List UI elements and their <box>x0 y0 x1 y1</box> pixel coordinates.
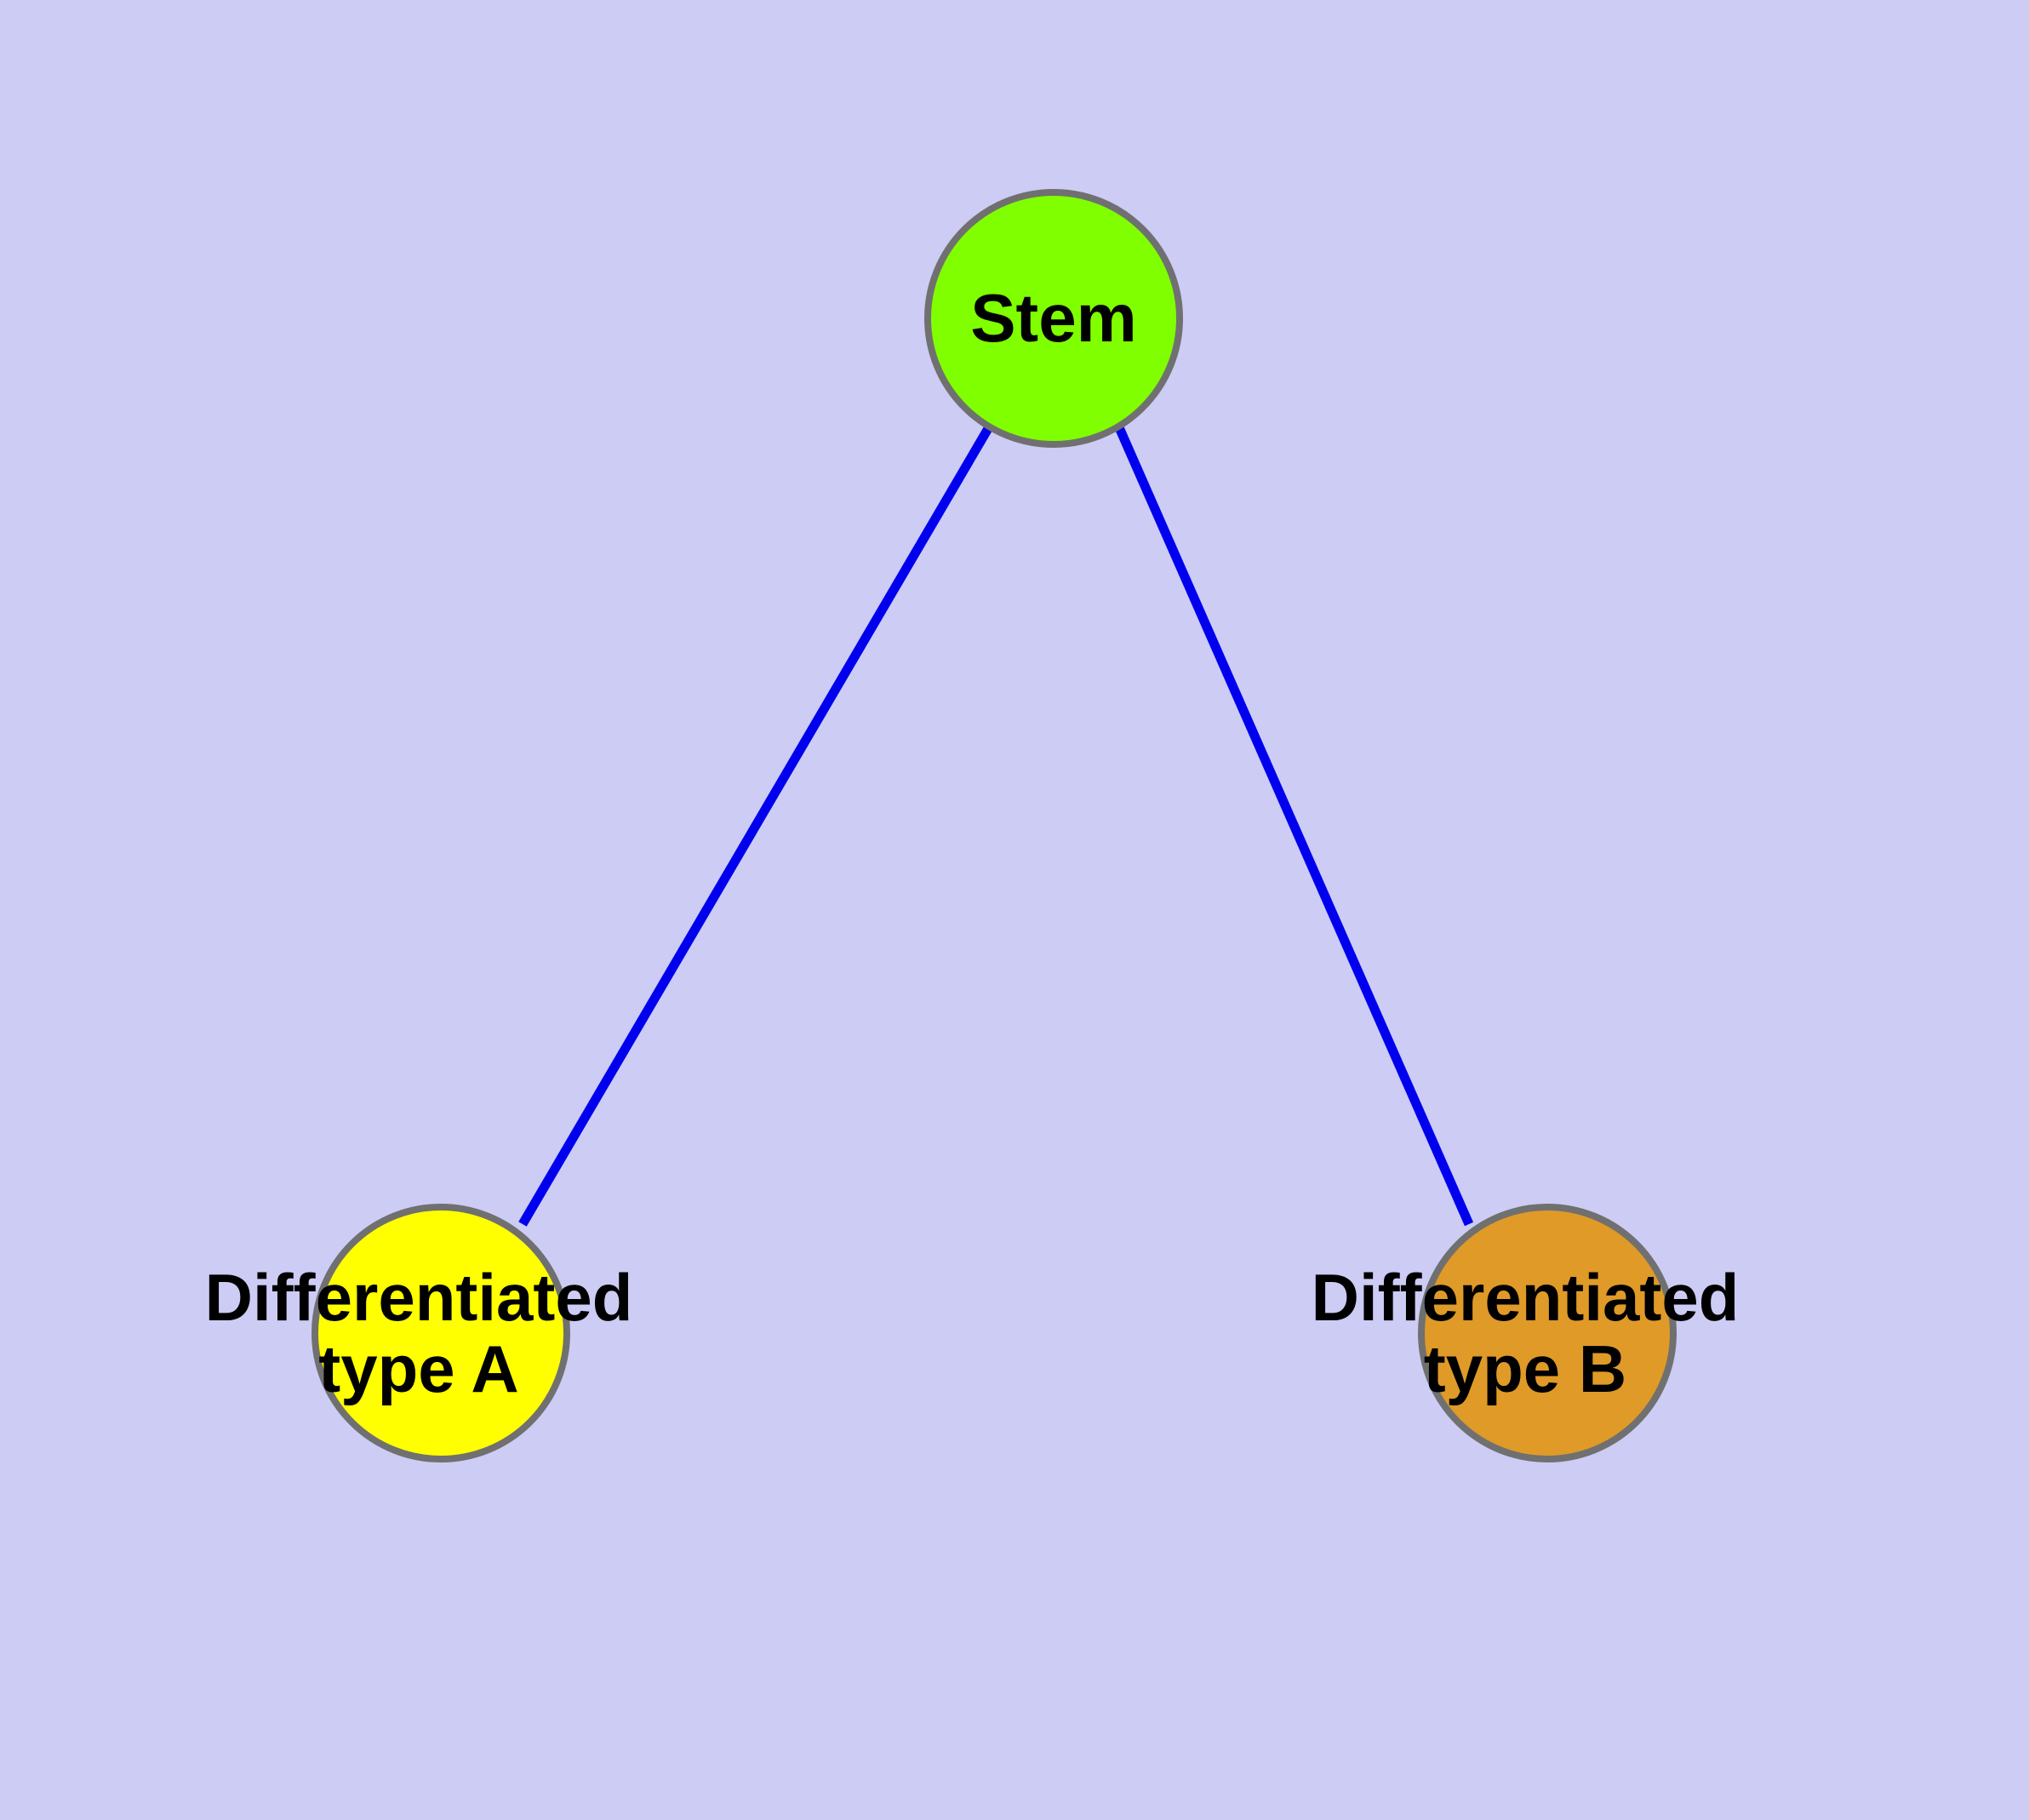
node-diff-type-b[interactable] <box>1418 1204 1677 1462</box>
edge-stem-to-type-a <box>518 423 994 1227</box>
edge-stem-to-type-b <box>1113 423 1474 1227</box>
node-diff-type-a[interactable] <box>311 1204 570 1462</box>
node-stem[interactable] <box>924 189 1183 448</box>
